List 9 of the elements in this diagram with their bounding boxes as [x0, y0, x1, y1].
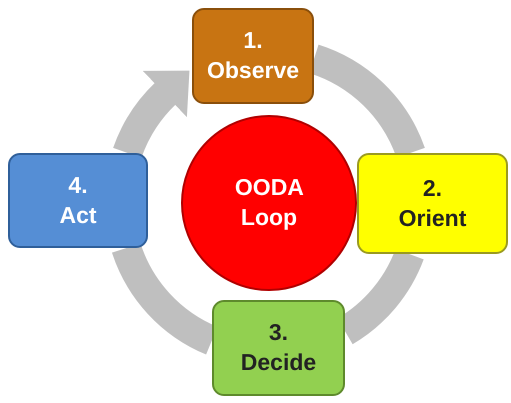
step-box — [8, 153, 148, 248]
node-label: 1. Observe — [206, 26, 300, 85]
step-box — [357, 153, 508, 254]
node-label: 3. Decide — [240, 318, 316, 377]
node-label: 4. Act — [59, 170, 97, 230]
node-label: OODA Loop — [234, 173, 304, 232]
step-box — [192, 8, 314, 104]
node-label: 2. Orient — [398, 174, 466, 232]
step-box — [212, 300, 345, 396]
